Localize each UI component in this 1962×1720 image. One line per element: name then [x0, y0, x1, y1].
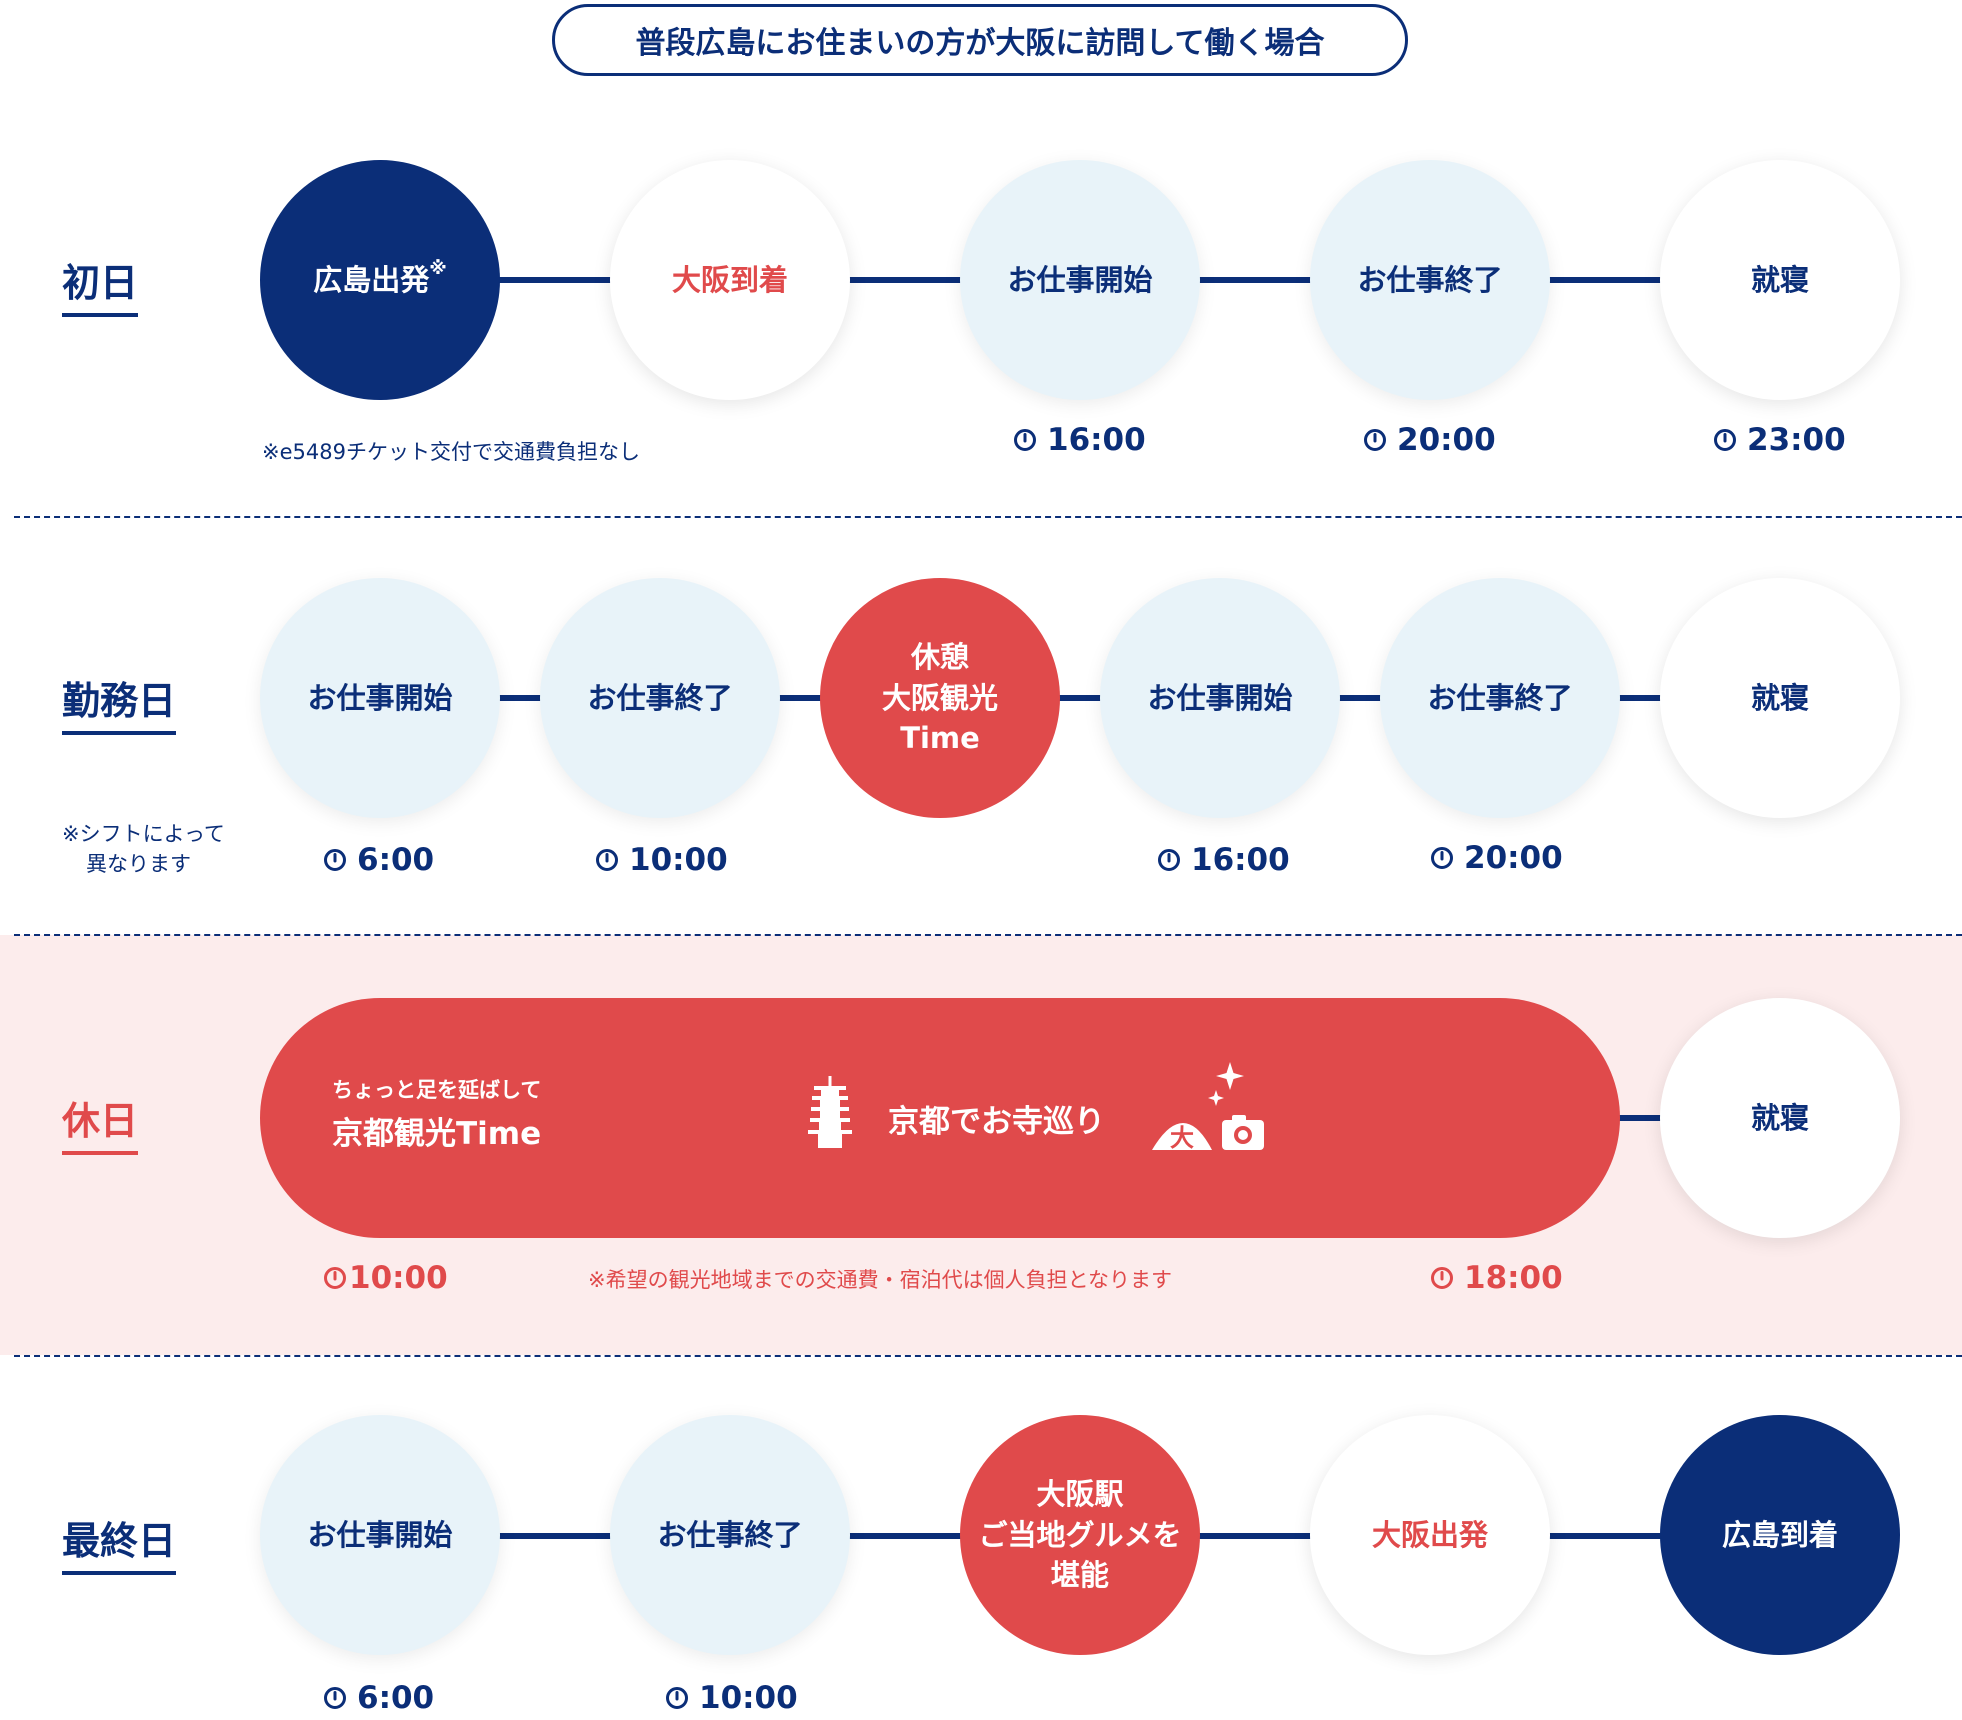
time-label: 6:00 — [323, 842, 434, 878]
step-label: お仕事終了 — [587, 680, 733, 715]
cost-note: ※希望の観光地域までの交通費・宿泊代は個人負担となります — [588, 1268, 1172, 1292]
step-work-end: お仕事終了 — [540, 578, 780, 818]
step-local-gourmet: 大阪駅 ご当地グルメを 堪能 — [960, 1415, 1200, 1655]
step-sleep: 就寝 — [1660, 998, 1900, 1238]
clock-icon — [323, 1266, 347, 1290]
mountain-daimonji-icon: 大 — [1152, 1062, 1264, 1152]
step-label: 広島到着 — [1721, 1517, 1838, 1552]
step-label: お仕事開始 — [307, 680, 453, 715]
timeline-line — [1610, 1115, 1680, 1121]
time-label: 10:00 — [665, 1680, 798, 1716]
step-label: 大阪出発 — [1371, 1517, 1488, 1552]
step-label: お仕事終了 — [1357, 262, 1503, 297]
time-label: 10:00 — [323, 1260, 448, 1296]
step-label: 就寝 — [1750, 680, 1809, 715]
time-label: 20:00 — [1430, 840, 1563, 876]
step-label: 就寝 — [1750, 262, 1809, 297]
step-work-end: お仕事終了 — [1380, 578, 1620, 818]
step-label: お仕事終了 — [657, 1517, 803, 1552]
step-label: 大阪駅 — [1036, 1477, 1124, 1512]
step-sleep: 就寝 — [1660, 160, 1900, 400]
sightseeing-title: 京都観光Time — [332, 1116, 542, 1152]
kyoto-sightseeing-pill: ちょっと足を延ばして 京都観光Time 京都でお寺巡り 大 — [260, 998, 1620, 1238]
clock-icon — [1157, 848, 1181, 872]
clock-icon — [323, 1686, 347, 1710]
step-label: 就寝 — [1750, 1100, 1809, 1135]
time-label: 16:00 — [1157, 842, 1290, 878]
section-divider — [14, 516, 1962, 518]
shift-note: ※シフトによって — [62, 822, 225, 846]
clock-icon — [1430, 1266, 1454, 1290]
step-label: お仕事開始 — [307, 1517, 453, 1552]
step-label: お仕事終了 — [1427, 680, 1573, 715]
time-label: 6:00 — [323, 1680, 434, 1716]
clock-icon — [1363, 428, 1387, 452]
step-work-end: お仕事終了 — [1310, 160, 1550, 400]
step-break-sightseeing: 休憩 大阪観光 Time — [820, 578, 1060, 818]
day-label-workday: 勤務日 — [62, 670, 177, 735]
step-work-start: お仕事開始 — [260, 1415, 500, 1655]
step-label: 大阪到着 — [671, 262, 788, 297]
clock-icon — [323, 848, 347, 872]
step-label: 大阪観光 — [881, 680, 998, 715]
step-osaka-arrive: 大阪到着 — [610, 160, 850, 400]
step-osaka-depart: 大阪出発 — [1310, 1415, 1550, 1655]
step-work-start: お仕事開始 — [1100, 578, 1340, 818]
step-sleep: 就寝 — [1660, 578, 1900, 818]
time-label: 16:00 — [1013, 422, 1146, 458]
step-label: ご当地グルメを — [978, 1517, 1182, 1552]
time-label: 10:00 — [595, 842, 728, 878]
step-label: お仕事開始 — [1007, 262, 1153, 297]
time-label: 20:00 — [1363, 422, 1496, 458]
step-label: 堪能 — [1050, 1558, 1109, 1593]
clock-icon — [1713, 428, 1737, 452]
time-label: 18:00 — [1430, 1260, 1563, 1296]
step-hiroshima-depart: 広島出発※ — [260, 160, 500, 400]
step-hiroshima-arrive: 広島到着 — [1660, 1415, 1900, 1655]
day-label-first: 初日 — [62, 252, 139, 317]
clock-icon — [1430, 846, 1454, 870]
clock-icon — [1013, 428, 1037, 452]
sightseeing-subtitle: ちょっと足を延ばして — [332, 1078, 542, 1102]
time-label: 23:00 — [1713, 422, 1846, 458]
day-label-holiday: 休日 — [62, 1090, 139, 1155]
section-divider — [14, 934, 1962, 936]
ticket-note: ※e5489チケット交付で交通費負担なし — [262, 440, 640, 464]
day-label-last: 最終日 — [62, 1510, 177, 1575]
clock-icon — [595, 848, 619, 872]
timeline-line — [490, 695, 1690, 701]
step-work-start: お仕事開始 — [260, 578, 500, 818]
asterisk-mark: ※ — [429, 257, 447, 279]
temple-tour-label: 京都でお寺巡り — [888, 1104, 1105, 1140]
pagoda-icon — [808, 1076, 852, 1148]
step-label: Time — [900, 721, 980, 756]
page-title: 普段広島にお住まいの方が大阪に訪問して働く場合 — [552, 4, 1408, 76]
step-label: 休憩 — [910, 640, 969, 675]
clock-icon — [665, 1686, 689, 1710]
step-label: 広島出発 — [313, 262, 430, 297]
section-divider — [14, 1355, 1962, 1357]
step-work-end: お仕事終了 — [610, 1415, 850, 1655]
step-work-start: お仕事開始 — [960, 160, 1200, 400]
daimonji-character: 大 — [1170, 1124, 1194, 1152]
shift-note: 異なります — [86, 852, 191, 876]
step-label: お仕事開始 — [1147, 680, 1293, 715]
